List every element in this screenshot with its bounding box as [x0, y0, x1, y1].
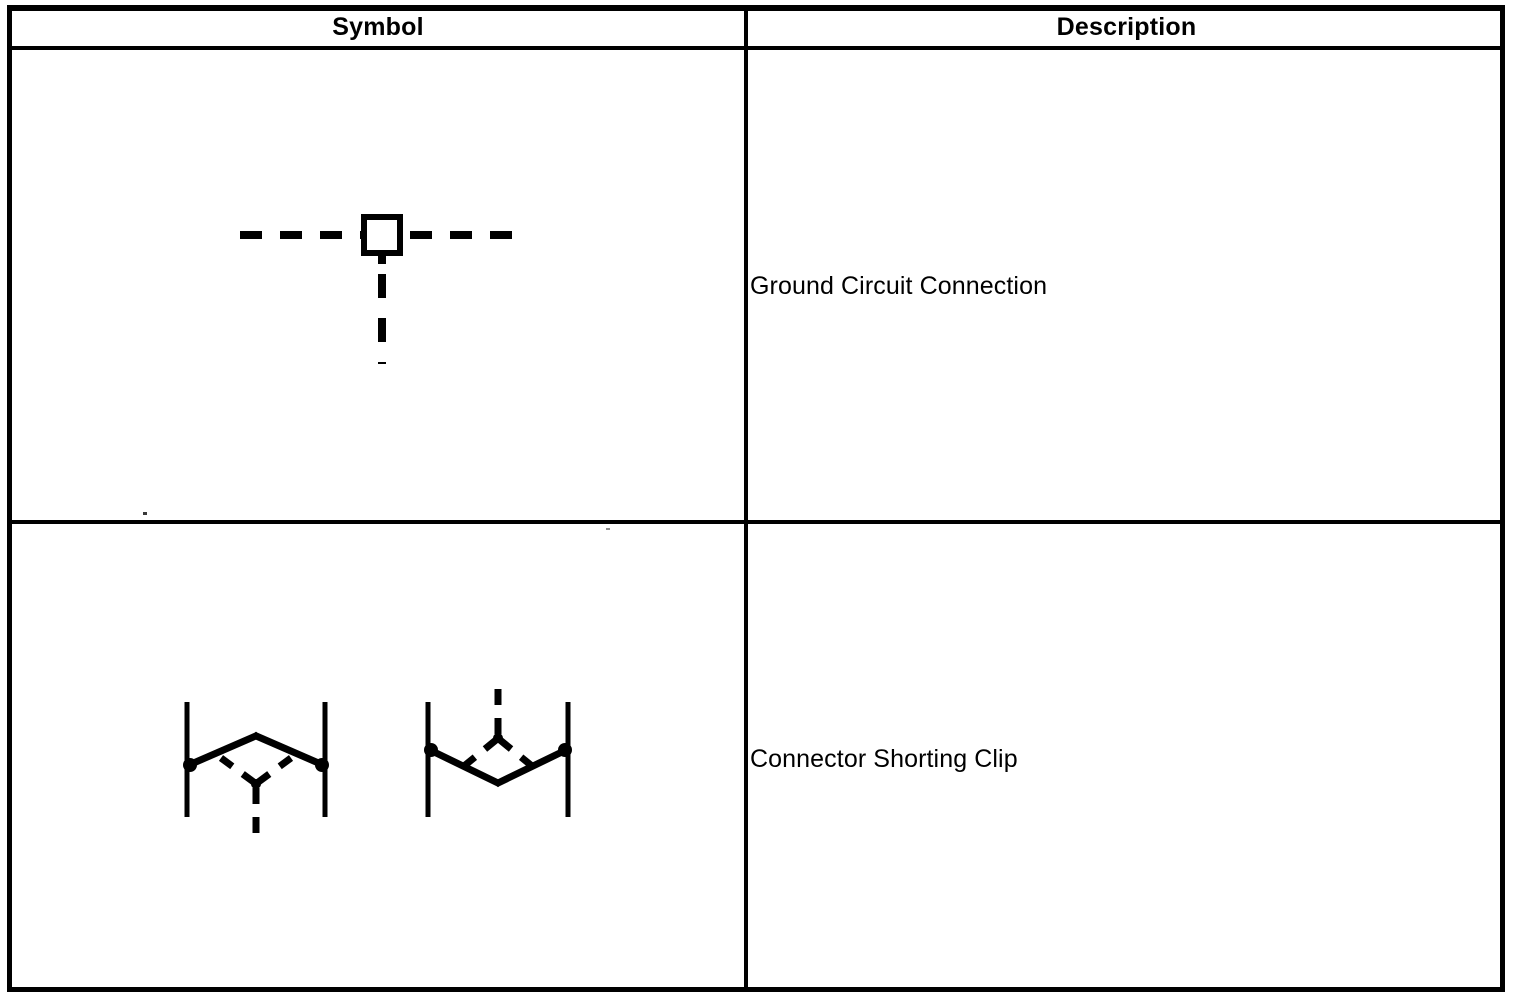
scan-speck [144, 988, 148, 991]
table-frame [7, 5, 1505, 992]
clip-right-dot-right [558, 743, 572, 757]
clip-right-junction-node [493, 733, 503, 743]
symbol-cell-ground-circuit [12, 52, 742, 518]
column-header-symbol: Symbol [332, 13, 424, 41]
connector-clip-right [425, 686, 571, 817]
clip-left-arm-left [187, 731, 260, 769]
clip-left-arm-right [252, 731, 325, 769]
ground-circuit-connection-symbol [240, 214, 514, 364]
clip-right-dashed-leg-right [497, 737, 535, 769]
scan-speck [143, 512, 147, 515]
ground-square-body [361, 214, 403, 256]
clip-left-junction-node [251, 779, 261, 789]
clip-right-dashed-leg-left [461, 737, 499, 769]
connector-clip-left [184, 702, 328, 838]
column-divider [744, 5, 748, 992]
clip-left-dot-left [183, 758, 197, 772]
description-connector-shorting-clip: Connector Shorting Clip [750, 745, 1018, 773]
clip-right-dot-left [424, 743, 438, 757]
clip-left-dashed-leg-left [218, 755, 258, 786]
connector-shorting-clip-symbol [183, 686, 572, 838]
column-header-description: Description [1056, 13, 1197, 41]
header-rule [7, 46, 1505, 50]
description-ground-circuit-connection: Ground Circuit Connection [750, 272, 1048, 300]
scan-speck [606, 528, 610, 530]
clip-left-dashed-leg-right [254, 755, 294, 786]
clip-left-dot-right [315, 758, 329, 772]
symbol-cell-connector-clip [12, 526, 742, 990]
row-divider [7, 520, 1505, 524]
